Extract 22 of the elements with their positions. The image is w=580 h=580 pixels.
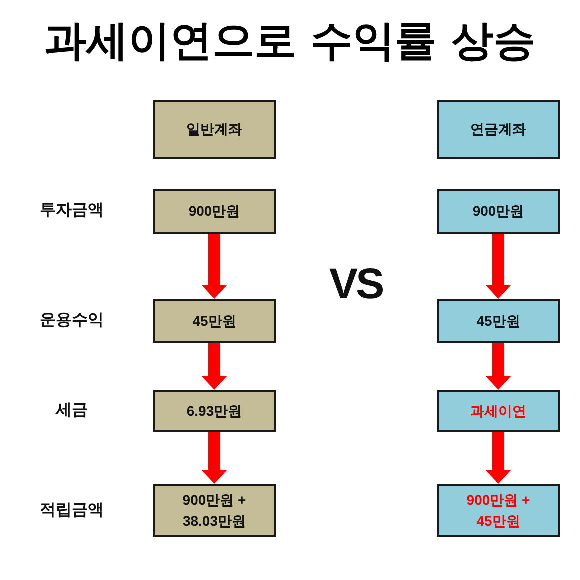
value-box: 900만원: [153, 189, 276, 234]
value-box: 과세이연: [437, 390, 560, 432]
arrow: [202, 343, 228, 390]
account-box: 일반계좌: [153, 100, 276, 159]
row-label: 적립금액: [40, 502, 104, 520]
row-label: 투자금액: [40, 202, 104, 220]
value-box: 45만원: [153, 299, 276, 343]
arrow: [486, 343, 512, 390]
arrow: [486, 432, 512, 484]
account-box: 연금계좌: [437, 100, 560, 159]
value-box: 900만원: [437, 189, 560, 234]
row-label: 세금: [56, 402, 88, 420]
value-box: 6.93만원: [153, 390, 276, 432]
arrow: [202, 234, 228, 299]
row-label: 운용수익: [40, 312, 104, 330]
value-box: 900만원 + 38.03만원: [153, 484, 276, 537]
value-box: 900만원 + 45만원: [437, 484, 560, 537]
value-box: 45만원: [437, 299, 560, 343]
vs-label: VS: [329, 261, 383, 309]
arrow: [486, 234, 512, 299]
title: 과세이연으로 수익률 상승: [43, 15, 537, 67]
arrow: [202, 432, 228, 484]
